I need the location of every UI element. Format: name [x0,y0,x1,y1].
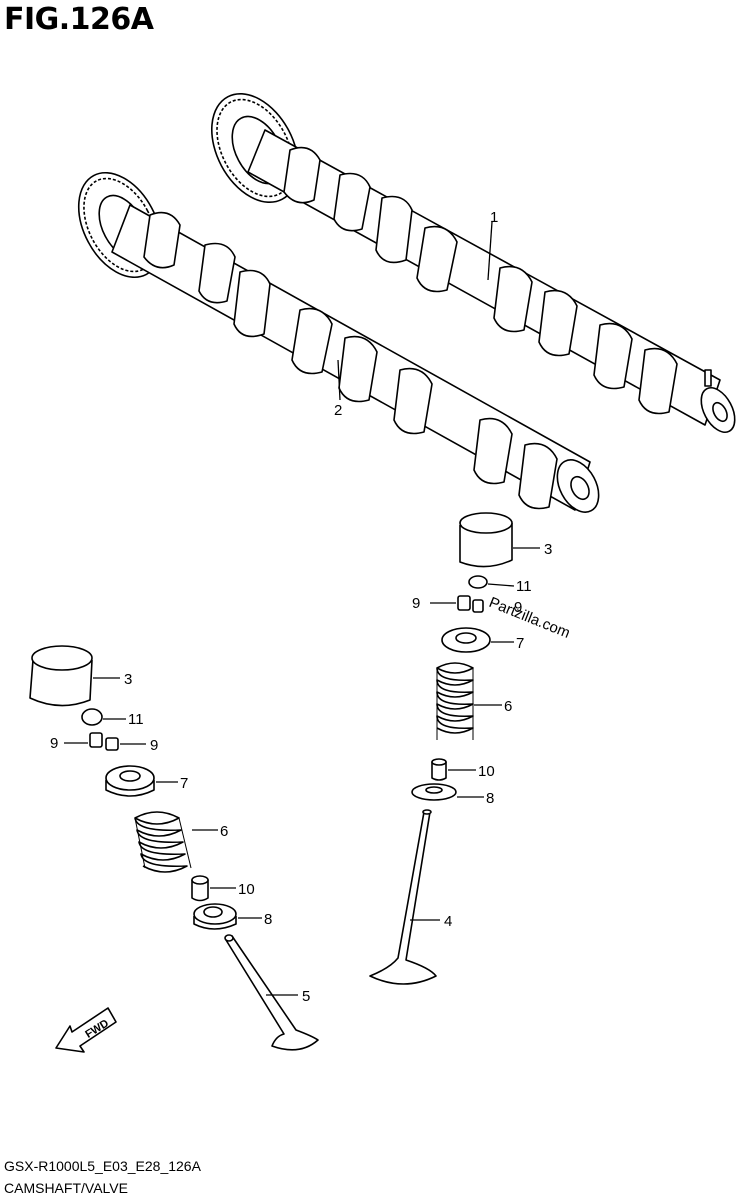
callout-9-left-a[interactable]: 9 [50,735,58,752]
leader-1 [487,221,493,281]
spring-left[interactable] [134,811,192,873]
section-name: CAMSHAFT/VALVE [4,1180,128,1196]
tappet-right[interactable] [459,512,513,568]
callout-5[interactable]: 5 [302,988,310,1005]
callout-6-right[interactable]: 6 [504,698,512,715]
callout-7-left[interactable]: 7 [180,775,188,792]
camshaft-2[interactable] [62,159,607,520]
callout-10-right[interactable]: 10 [478,763,495,780]
valve-intake[interactable] [224,934,319,1051]
callout-8-left[interactable]: 8 [264,911,272,928]
callout-9-right-a[interactable]: 9 [412,595,420,612]
figure-title: FIG.126A [4,2,154,37]
cotter-left[interactable] [89,732,119,751]
shim-right[interactable] [468,575,488,589]
camshaft-1[interactable] [194,79,738,438]
shim-left[interactable] [81,708,103,726]
watermark: Partzilla.com [487,594,573,642]
spring-seat-left[interactable] [193,903,237,930]
spring-right[interactable] [436,662,474,740]
callout-3-left[interactable]: 3 [124,671,132,688]
callout-11-right[interactable]: 11 [516,578,532,595]
valve-exhaust[interactable] [369,809,437,985]
model-code: GSX-R1000L5_E03_E28_126A [4,1158,201,1174]
callout-4[interactable]: 4 [444,913,452,930]
stem-seal-right[interactable] [431,758,447,781]
retainer-right[interactable] [441,627,491,653]
spring-seat-right[interactable] [411,783,457,801]
callout-9-left-b[interactable]: 9 [150,737,158,754]
fwd-arrow-icon: FWD [55,1007,117,1053]
callout-6-left[interactable]: 6 [220,823,228,840]
callout-10-left[interactable]: 10 [238,881,255,898]
callout-8-right[interactable]: 8 [486,790,494,807]
callout-3-right[interactable]: 3 [544,541,552,558]
cotter-right[interactable] [457,595,484,613]
stem-seal-left[interactable] [191,875,209,902]
callout-2[interactable]: 2 [334,402,342,419]
callout-11-left[interactable]: 11 [128,711,144,728]
callout-1[interactable]: 1 [490,209,498,226]
retainer-left[interactable] [105,765,155,797]
leader-2 [337,359,341,401]
tappet-left[interactable] [29,645,93,707]
callout-7-right[interactable]: 7 [516,635,524,652]
callout-9-right-b[interactable]: 9 [514,599,522,616]
